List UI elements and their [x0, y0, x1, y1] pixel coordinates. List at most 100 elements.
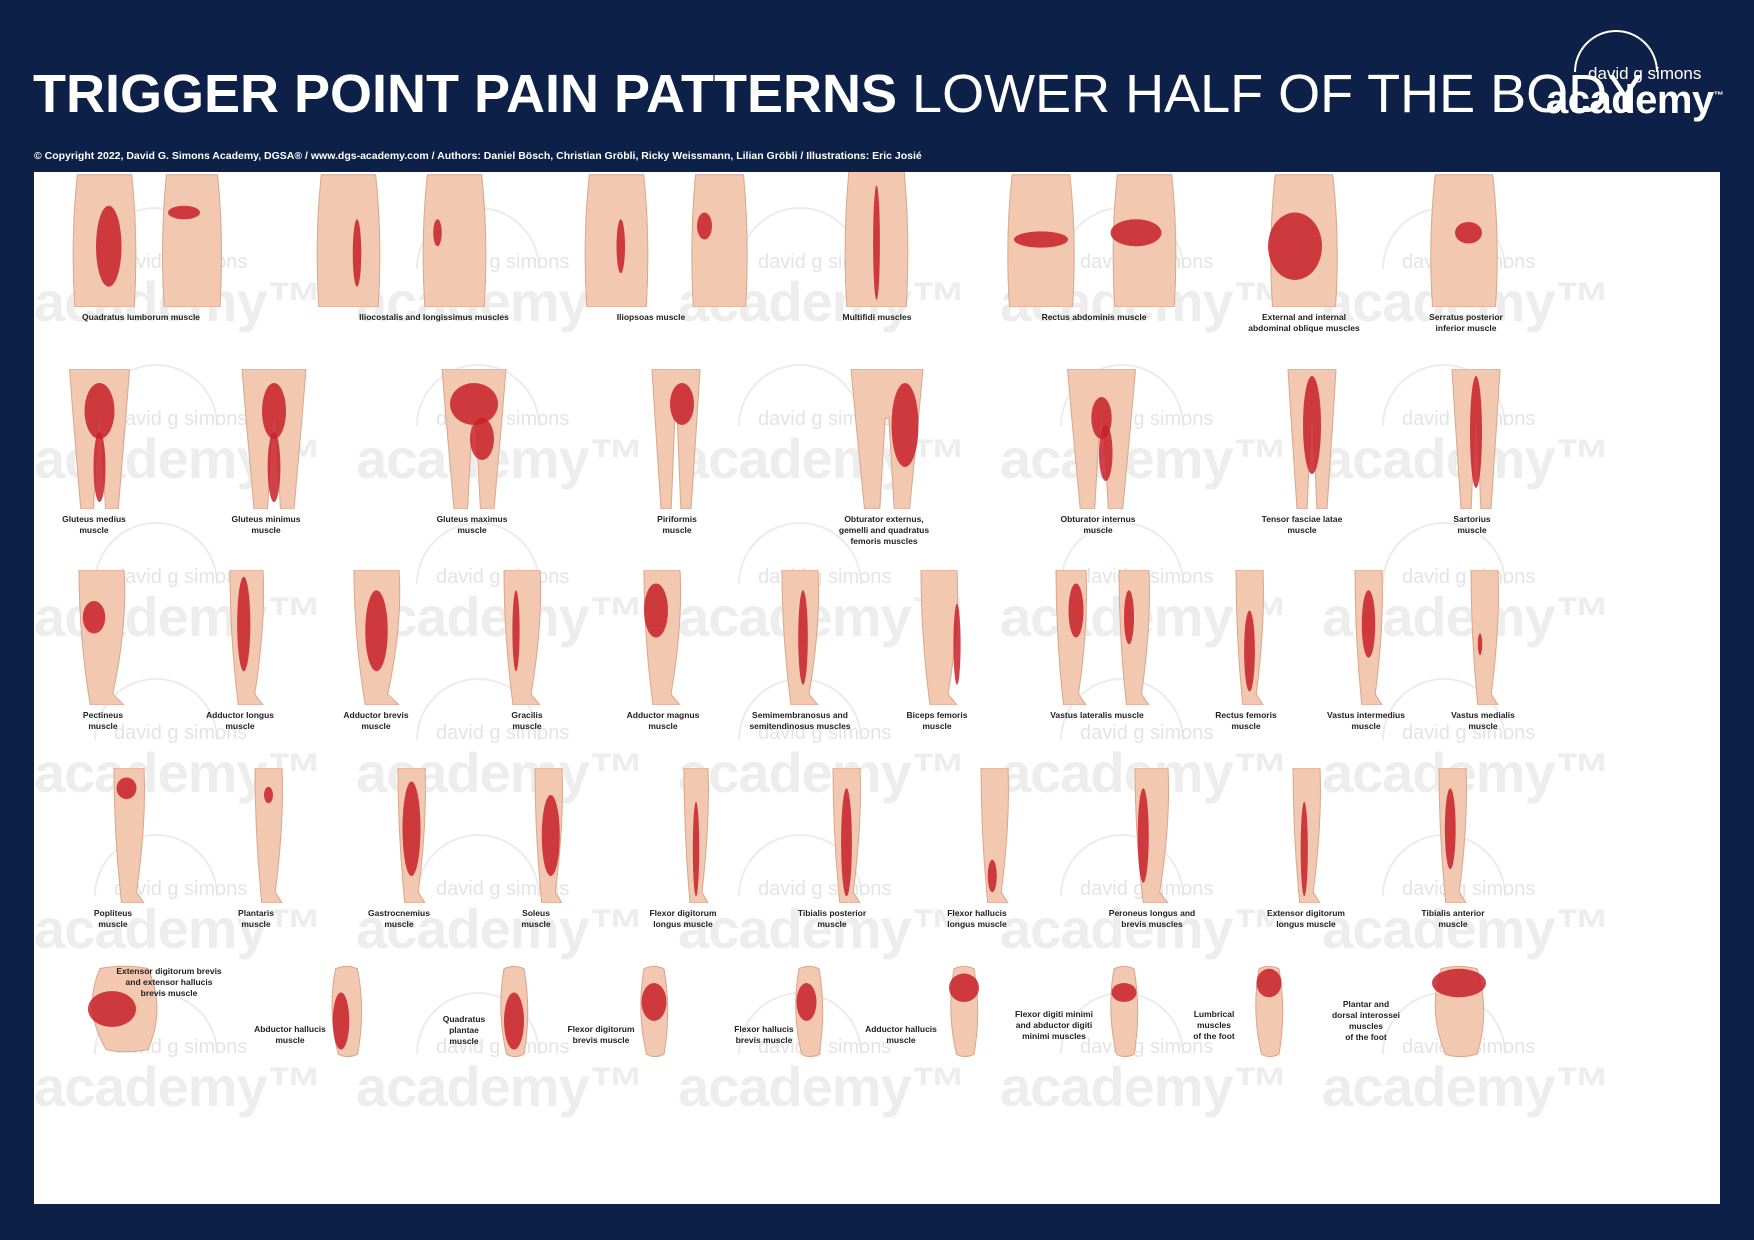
- leg-figure: [104, 768, 154, 903]
- leg-figure: [1124, 768, 1179, 903]
- leg-figure: [389, 768, 434, 903]
- muscle-label: Plantar and dorsal interossei muscles of…: [1331, 999, 1401, 1042]
- muscle-label: Gastrocnemius muscle: [368, 908, 430, 929]
- muscle-label: Tibialis posterior muscle: [797, 908, 867, 929]
- leg-figure: [1046, 570, 1096, 705]
- muscle-label: Peroneus longus and brevis muscles: [1108, 908, 1196, 929]
- leg-figure: [246, 768, 291, 903]
- leg-figure: [972, 768, 1017, 903]
- muscle-label: Gracilis muscle: [511, 710, 543, 731]
- muscle-label: Gluteus medius muscle: [62, 514, 126, 535]
- body-figure: [682, 172, 757, 307]
- muscle-label: Adductor longus muscle: [206, 710, 274, 731]
- muscle-label: Abductor hallucis muscle: [254, 1024, 326, 1045]
- leg-figure: [632, 570, 692, 705]
- body-figure: [234, 369, 314, 509]
- leg-figure: [770, 570, 830, 705]
- leg-figure: [676, 768, 716, 903]
- foot-figure: [1414, 964, 1504, 1059]
- muscle-label: Piriformis muscle: [657, 514, 697, 535]
- body-figure: [1282, 369, 1342, 509]
- title-bold: TRIGGER POINT PAIN PATTERNS: [33, 64, 898, 124]
- leg-figure: [526, 768, 571, 903]
- foot-figure: [939, 964, 989, 1059]
- leg-figure: [64, 570, 139, 705]
- logo-main-text: academy™: [1546, 78, 1724, 122]
- muscle-label: Flexor hallucis brevis muscle: [734, 1024, 794, 1045]
- muscle-label: Pectineus muscle: [82, 710, 124, 731]
- muscle-label: Adductor magnus muscle: [626, 710, 700, 731]
- muscle-label: Vastus intermedius muscle: [1327, 710, 1405, 731]
- muscle-label: Lumbrical muscles of the foot: [1193, 1009, 1235, 1041]
- muscle-label: Popliteus muscle: [93, 908, 133, 929]
- body-figure: [412, 172, 497, 307]
- foot-figure: [64, 964, 184, 1054]
- leg-figure: [1462, 570, 1507, 705]
- leg-figure: [1227, 570, 1272, 705]
- leg-figure: [909, 570, 969, 705]
- body-figure: [1259, 172, 1349, 307]
- muscle-label: Iliocostalis and longissimus muscles: [359, 312, 509, 322]
- foot-figure: [784, 964, 834, 1059]
- foot-figure: [319, 964, 374, 1059]
- title-light: LOWER HALF OF THE BODY: [912, 64, 1644, 124]
- body-figure: [996, 172, 1086, 307]
- muscle-label: Sartorius muscle: [1453, 514, 1491, 535]
- muscle-label: Adductor brevis muscle: [343, 710, 409, 731]
- leg-figure: [1284, 768, 1329, 903]
- body-figure: [62, 369, 137, 509]
- leg-figure: [1430, 768, 1475, 903]
- muscle-label: Extensor digitorum longus muscle: [1267, 908, 1345, 929]
- muscle-label: Rectus abdominis muscle: [1041, 312, 1147, 322]
- muscle-label: Multifidi muscles: [842, 312, 912, 322]
- leg-figure: [824, 768, 869, 903]
- body-figure: [152, 172, 232, 307]
- muscle-label: Flexor digitorum brevis muscle: [567, 1024, 635, 1045]
- muscle-label: Adductor hallucis muscle: [865, 1024, 937, 1045]
- body-figure: [574, 172, 659, 307]
- muscle-label: Flexor hallucis longus muscle: [947, 908, 1007, 929]
- foot-figure: [489, 964, 539, 1059]
- muscle-label: Obturator internus muscle: [1060, 514, 1136, 535]
- muscle-label: Gluteus minimus muscle: [231, 514, 301, 535]
- body-figure: [842, 369, 932, 509]
- body-figure: [1102, 172, 1187, 307]
- leg-figure: [1346, 570, 1391, 705]
- copyright-line: © Copyright 2022, David G. Simons Academ…: [34, 150, 922, 162]
- academy-logo: david g simons academy™: [1538, 28, 1724, 128]
- muscle-label: Rectus femoris muscle: [1215, 710, 1277, 731]
- muscle-label: Tensor fasciae latae muscle: [1261, 514, 1343, 535]
- poster-header: TRIGGER POINT PAIN PATTERNS LOWER HALF O…: [0, 0, 1754, 148]
- foot-figure: [1099, 964, 1149, 1059]
- body-figure: [1059, 369, 1144, 509]
- body-figure: [434, 369, 514, 509]
- leg-figure: [1109, 570, 1159, 705]
- muscle-label: Serratus posterior inferior muscle: [1429, 312, 1503, 333]
- leg-figure: [219, 570, 274, 705]
- muscle-label: Extensor digitorum brevis and extensor h…: [116, 966, 222, 998]
- body-figure: [1446, 369, 1506, 509]
- body-figure: [834, 172, 919, 307]
- poster-title: TRIGGER POINT PAIN PATTERNS LOWER HALF O…: [33, 62, 1643, 126]
- body-figure: [306, 172, 391, 307]
- leg-figure: [492, 570, 552, 705]
- muscle-label: Soleus muscle: [521, 908, 551, 929]
- logo-top-text: david g simons: [1588, 64, 1702, 83]
- muscle-label: Quadratus plantae muscle: [442, 1014, 486, 1046]
- muscle-label: Plantaris muscle: [238, 908, 274, 929]
- foot-figure: [629, 964, 679, 1059]
- muscle-label: External and internal abdominal oblique …: [1248, 312, 1360, 333]
- muscle-label: Biceps femoris muscle: [906, 710, 968, 731]
- foot-figure: [1244, 964, 1294, 1059]
- muscle-label: Tibialis anterior muscle: [1421, 908, 1485, 929]
- muscle-label: Flexor digiti minimi and abductor digiti…: [1015, 1009, 1093, 1041]
- muscle-label: Obturator externus, gemelli and quadratu…: [838, 514, 930, 546]
- muscle-label: Flexor digitorum longus muscle: [649, 908, 717, 929]
- muscle-label: Semimembranosus and semitendinosus muscl…: [749, 710, 851, 731]
- leg-figure: [339, 570, 414, 705]
- muscle-label: Vastus medialis muscle: [1451, 710, 1515, 731]
- body-figure: [1419, 172, 1509, 307]
- body-figure: [62, 172, 147, 307]
